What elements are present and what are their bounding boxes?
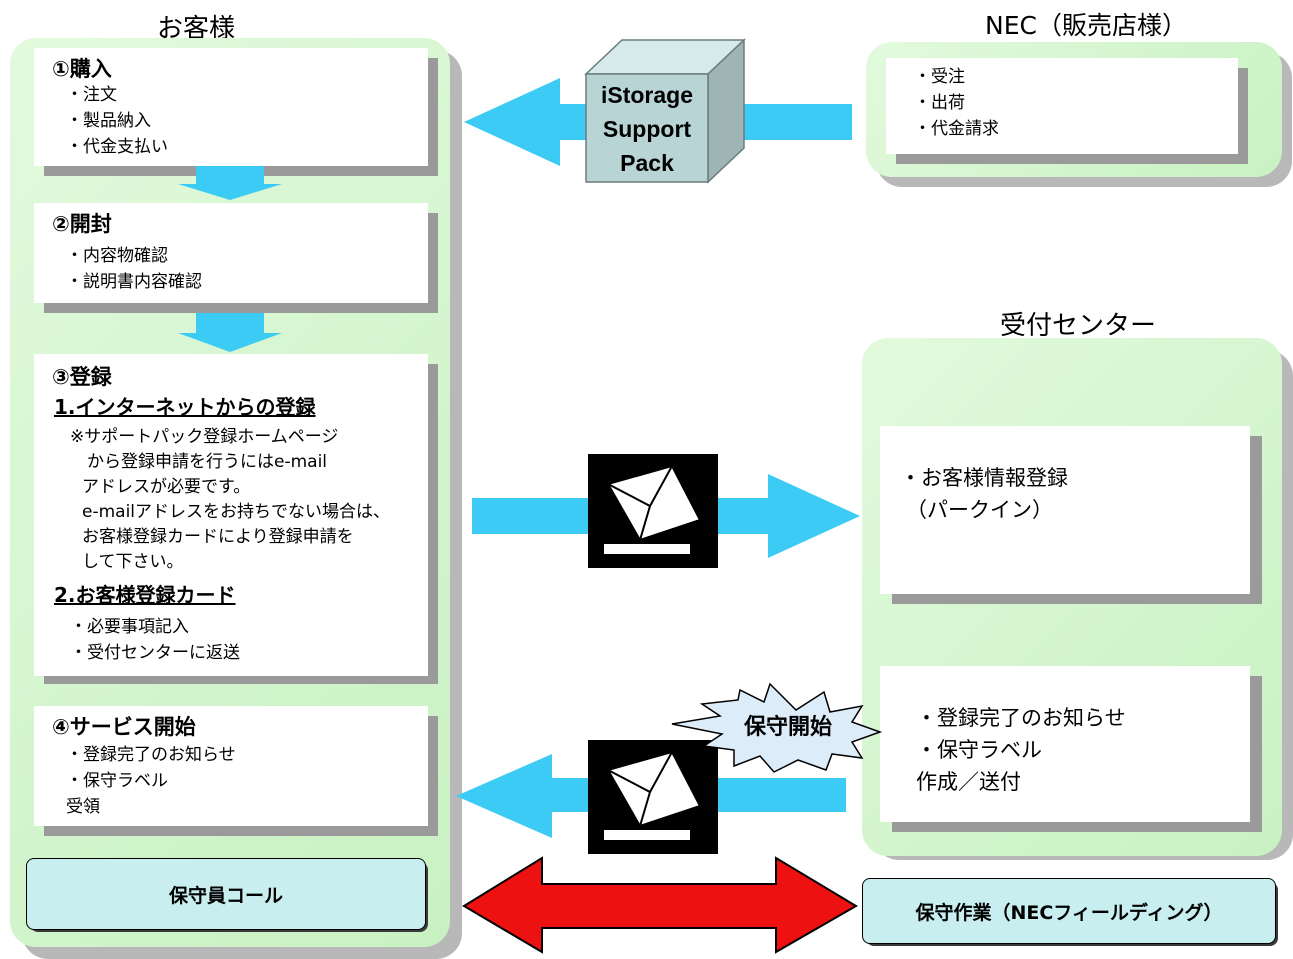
step3-note: お客様登録カードにより登録申請を (82, 527, 354, 547)
center-bottom-box: ・登録完了のお知らせ ・保守ラベル 作成／送付 (880, 666, 1250, 822)
product-box-line: Pack (620, 150, 674, 176)
center-top-item: ・お客様情報登録 (900, 466, 1068, 490)
nec-heading: NEC（販売店様） (985, 11, 1187, 40)
product-box-icon (584, 38, 746, 184)
envelope-icon (588, 740, 718, 854)
step3-item: ・必要事項記入 (70, 617, 189, 637)
center-bottom-item: ・保守ラベル (916, 738, 1042, 762)
center-bottom-item: 作成／送付 (916, 770, 1021, 794)
starburst-shape (671, 682, 883, 773)
step4-item: ・登録完了のお知らせ (66, 745, 236, 765)
step3-internet-heading: 1.インターネットからの登録 (54, 395, 316, 419)
product-box-label: iStorage Support Pack (586, 78, 708, 180)
step1-item: ・代金支払い (66, 137, 168, 157)
step4-item: 受領 (66, 797, 100, 817)
nec-box: ・受注 ・出荷 ・代金請求 (886, 58, 1238, 154)
product-box-line: Support (602, 116, 692, 142)
down-arrow-2 (178, 313, 282, 352)
nec-item: ・受注 (914, 67, 965, 87)
step3-note: から登録申請を行うにはe-mail (70, 452, 328, 472)
step3-box: ③登録 1.インターネットからの登録 ※サポートパック登録ホームページ から登録… (34, 354, 428, 676)
down-arrow-1 (178, 166, 282, 200)
step4-title: ④サービス開始 (52, 715, 196, 739)
step1-item: ・製品納入 (66, 111, 151, 131)
step2-box: ②開封 ・内容物確認 ・説明書内容確認 (34, 203, 428, 303)
step3-note: して下さい。 (82, 552, 184, 572)
nec-item: ・出荷 (914, 93, 965, 113)
maintenance-work-button[interactable]: 保守作業（NECフィールディング） (862, 878, 1276, 944)
envelope-icon (588, 454, 718, 568)
center-heading: 受付センター (1000, 311, 1157, 341)
step2-title: ②開封 (52, 212, 112, 236)
center-bottom-item: ・登録完了のお知らせ (916, 706, 1126, 730)
center-top-box: ・お客様情報登録 （パークイン） (880, 426, 1250, 594)
step3-item: ・受付センターに返送 (70, 643, 240, 663)
maintenance-double-arrow (462, 856, 858, 954)
step3-note: ※サポートパック登録ホームページ (70, 427, 339, 447)
product-box-line: iStorage (600, 82, 694, 108)
step1-title: ①購入 (52, 57, 112, 81)
step1-box: ①購入 ・注文 ・製品納入 ・代金支払い (34, 48, 428, 166)
step4-box: ④サービス開始 ・登録完了のお知らせ ・保守ラベル 受領 (34, 706, 428, 826)
step3-note: アドレスが必要です。 (82, 477, 251, 497)
step3-card-heading: 2.お客様登録カード (54, 583, 236, 607)
maintenance-call-button[interactable]: 保守員コール (26, 858, 426, 930)
step3-title: ③登録 (52, 365, 112, 389)
starburst-label: 保守開始 (743, 715, 832, 740)
step1-item: ・注文 (66, 85, 117, 105)
step3-note: e-mailアドレスをお持ちでない場合は、 (82, 502, 391, 522)
step2-item: ・説明書内容確認 (66, 272, 202, 292)
center-top-item: （パークイン） (906, 498, 1053, 522)
step4-item: ・保守ラベル (66, 771, 168, 791)
nec-item: ・代金請求 (914, 119, 999, 139)
step2-item: ・内容物確認 (66, 246, 168, 266)
